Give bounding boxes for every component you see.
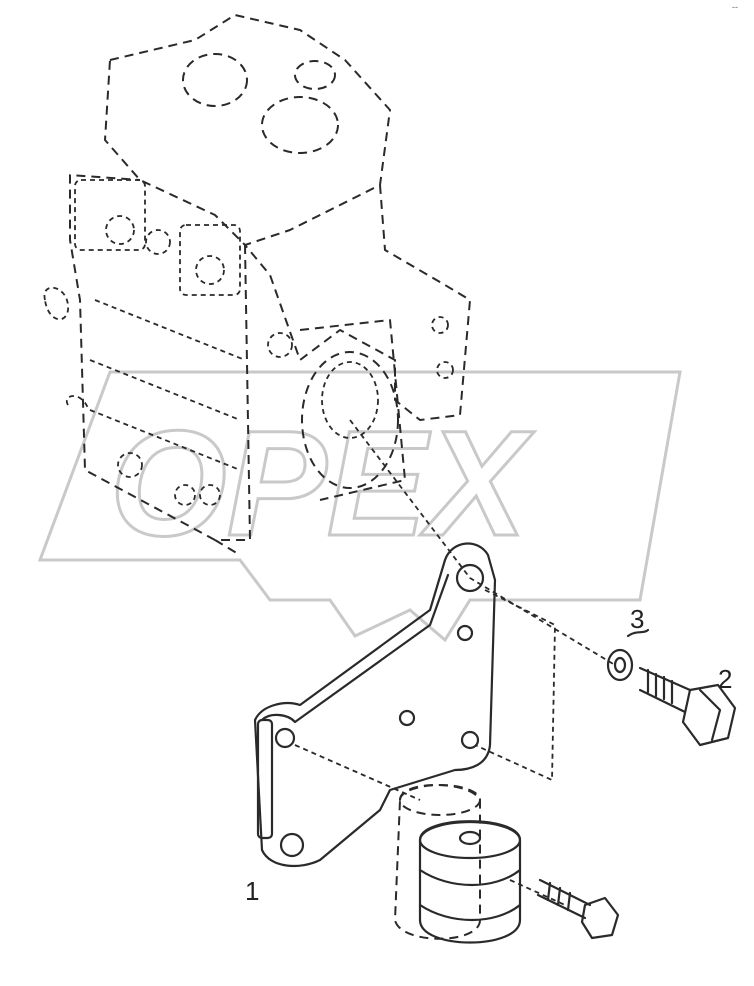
watermark: OPEX (37, 370, 682, 643)
callout-1: 1 (245, 876, 259, 906)
watermark-gear-icon (37, 370, 682, 643)
engine-mount-bracket (253, 542, 497, 867)
watermark-text: OPEX (110, 399, 535, 567)
small-bolt (536, 878, 620, 940)
bolt-part-2 (638, 666, 737, 747)
corner-mark: -- (732, 2, 738, 12)
rubber-mount (394, 784, 522, 944)
callout-3: 3 (630, 604, 644, 634)
callouts: 1 2 3 (245, 604, 732, 906)
callout-2: 2 (718, 664, 732, 694)
engine-block (43, 14, 471, 556)
washer-part-3 (606, 648, 634, 682)
